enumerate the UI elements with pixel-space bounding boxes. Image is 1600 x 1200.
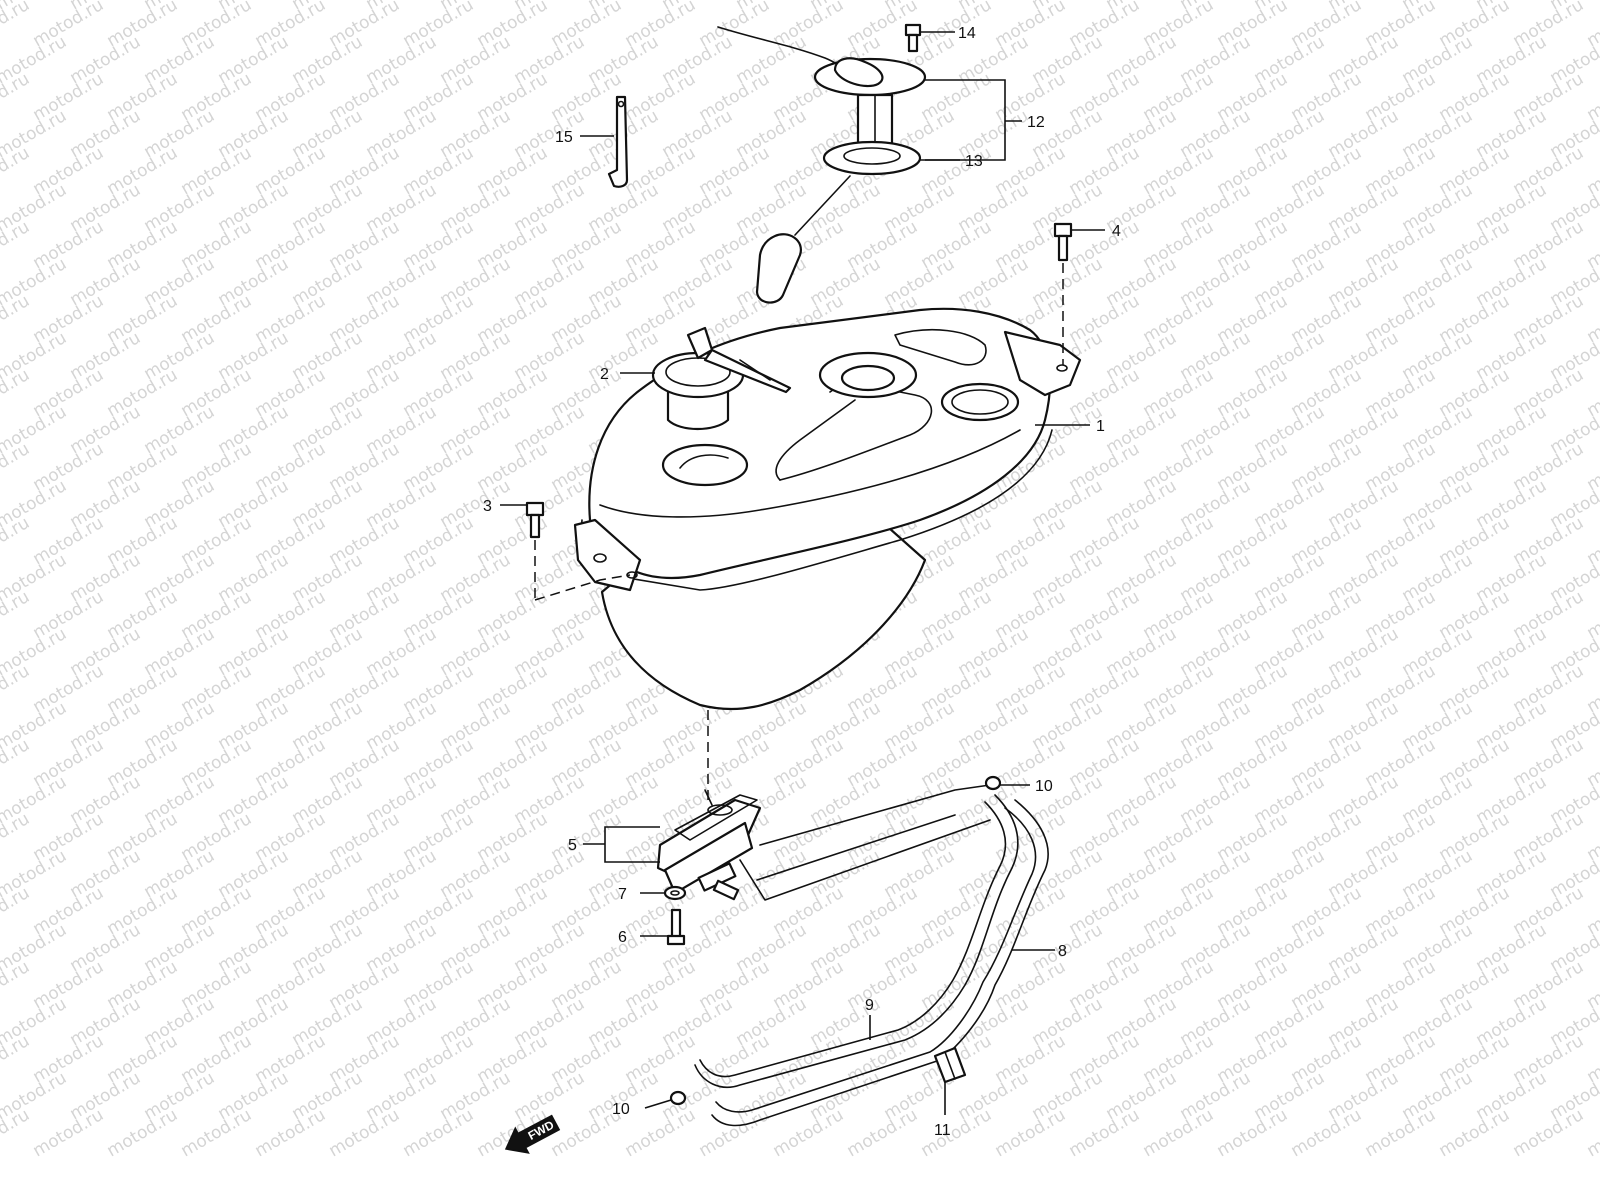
watermark-text: motod.ru: [178, 1105, 256, 1161]
callout-2: 2: [600, 366, 609, 383]
tank-front-tab: [573, 518, 642, 592]
watermark-text: motod.ru: [1066, 1105, 1144, 1161]
watermark-text: motod.ru: [104, 1105, 182, 1161]
callout-6: 6: [618, 929, 627, 946]
callout-13: 13: [965, 153, 983, 170]
watermark-text: motod.ru: [1140, 1105, 1218, 1161]
callout-12: 12: [1027, 114, 1045, 131]
callout-5: 5: [568, 837, 577, 854]
callout-10-lower: 10: [612, 1101, 630, 1118]
callout-15: 15: [555, 129, 573, 146]
callout-numbers: 1 2 3 4 5 6 7 8 9 10 10 11 12 13 14 15: [483, 25, 1121, 1139]
watermark-text: motod.ru: [918, 1105, 996, 1161]
callout-10-upper: 10: [1035, 778, 1053, 795]
tank-rear-tab: [1003, 330, 1082, 397]
watermark-text: motod.ru: [1362, 1105, 1440, 1161]
leader-lines: [500, 31, 1105, 1115]
watermark-text: motod.ru: [622, 1105, 700, 1161]
fwd-arrow-icon: [504, 1114, 561, 1154]
watermark-text: motod.ru: [1510, 1105, 1588, 1161]
fuel-cock: [656, 789, 762, 901]
watermark-text: motod.ru: [326, 1105, 404, 1161]
hose-8: [711, 799, 1049, 1127]
callout-1: 1: [1096, 418, 1105, 435]
callout-14: 14: [958, 25, 976, 42]
clamp-10-upper: [984, 775, 1002, 791]
fuel-cap-with-key: [651, 326, 792, 430]
callout-11: 11: [934, 1122, 951, 1139]
sender-gasket: [822, 140, 922, 176]
watermark-text: motod.ru: [1214, 1105, 1292, 1161]
fuel-gauge-sender: [717, 23, 927, 304]
float: [755, 233, 802, 304]
watermark-text: motod.ru: [992, 1105, 1070, 1161]
washer-7: [663, 885, 687, 901]
callout-8: 8: [1058, 943, 1067, 960]
watermark-text: motod.ru: [400, 1105, 478, 1161]
watermark-text: motod.ru: [0, 0, 33, 51]
callout-9: 9: [865, 997, 874, 1014]
callout-7: 7: [618, 886, 627, 903]
bolt-4: [1053, 222, 1073, 262]
filler-neck: [661, 443, 749, 487]
callout-3: 3: [483, 498, 492, 515]
watermark-text: motod.ru: [1584, 1105, 1600, 1161]
watermark-text: motod.ru: [252, 1105, 330, 1161]
hose-9: [694, 794, 1019, 1089]
callout-4: 4: [1112, 223, 1121, 240]
bracket-15: [607, 95, 629, 188]
float-arm: [794, 175, 851, 236]
screw-14: [904, 23, 922, 53]
clamp-10-lower: [669, 1090, 687, 1106]
watermark-text: motod.ru: [844, 1105, 922, 1161]
watermark-text: motod.ru: [1288, 1105, 1366, 1161]
sender-connector: [833, 57, 884, 88]
watermark-text: motod.ru: [30, 1105, 108, 1161]
watermark-text: motod.ru: [696, 1105, 774, 1161]
watermark-text: motod.ru: [1436, 1105, 1514, 1161]
bolt-3: [525, 501, 545, 539]
screw-6: [666, 908, 686, 946]
